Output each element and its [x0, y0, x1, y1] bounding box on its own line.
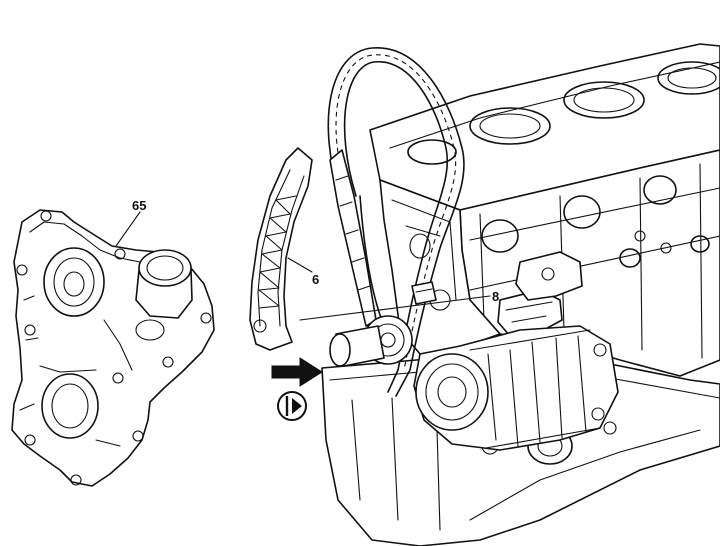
front-pump-unit — [413, 325, 619, 451]
timing-chain — [327, 47, 465, 397]
callout-6: 6 — [312, 272, 319, 287]
callout-65: 65 — [132, 198, 146, 213]
chain-bracket-8 — [411, 251, 583, 337]
leader-6 — [287, 257, 313, 273]
callout-8: 8 — [492, 289, 499, 304]
filled-arrow-right-icon — [271, 357, 323, 387]
circled-marker-icon — [277, 391, 307, 421]
timing-cover-65 — [11, 209, 215, 487]
guide-rail-6 — [249, 147, 313, 351]
leader-8 — [299, 295, 491, 321]
leader-65 — [115, 211, 141, 247]
crank-sprocket — [329, 315, 413, 367]
